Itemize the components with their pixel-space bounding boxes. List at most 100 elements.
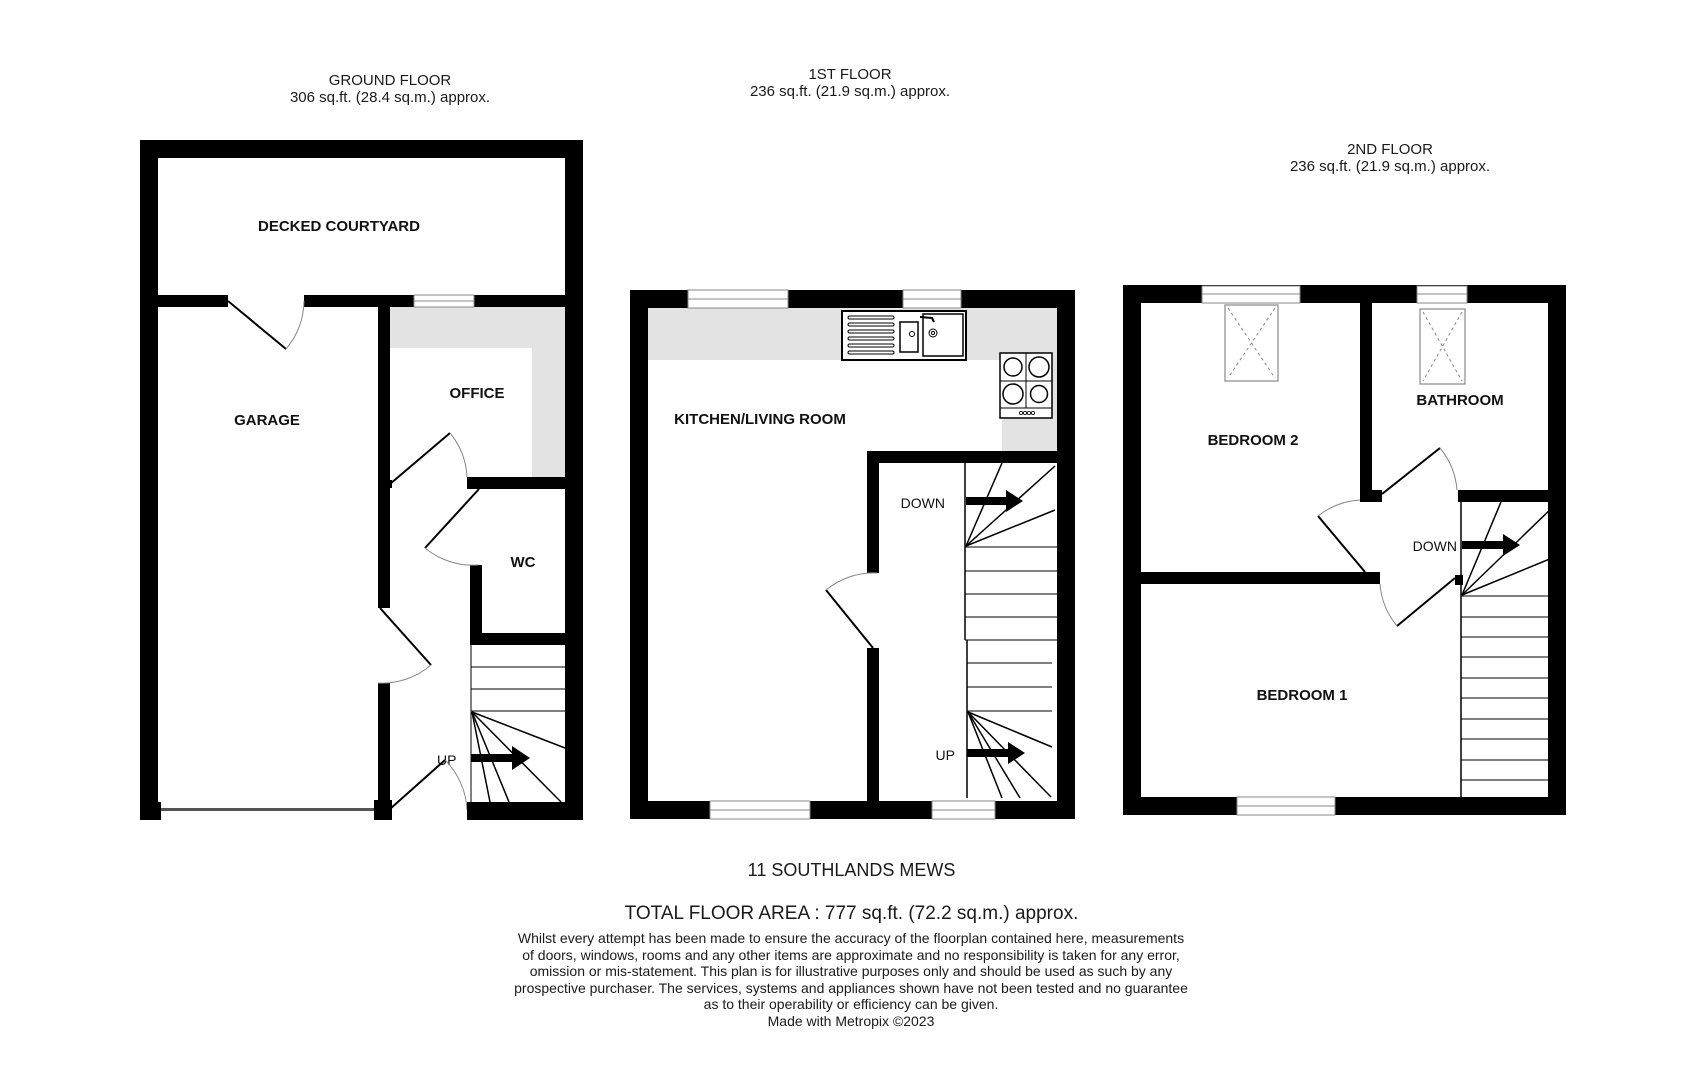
wall bbox=[378, 683, 390, 820]
wall bbox=[1360, 303, 1372, 500]
wall bbox=[1123, 285, 1141, 815]
wall bbox=[374, 800, 392, 820]
door-leaf bbox=[424, 488, 480, 549]
door-swing bbox=[285, 300, 305, 350]
first-stairs-up-label: UP bbox=[936, 747, 955, 763]
wall bbox=[1360, 490, 1382, 502]
room-label-office: OFFICE bbox=[450, 385, 505, 402]
wall bbox=[1057, 290, 1075, 819]
stairs-down-arrow-icon bbox=[966, 490, 1023, 512]
first-floor-name: 1ST FLOOR bbox=[808, 66, 892, 83]
ground-floor-header: GROUND FLOOR 306 sq.ft. (28.4 sq.m.) app… bbox=[230, 72, 550, 106]
wall bbox=[474, 295, 565, 307]
door-swing bbox=[1317, 499, 1361, 517]
door-swing bbox=[444, 759, 468, 811]
first-floor-header: 1ST FLOOR 236 sq.ft. (21.9 sq.m.) approx… bbox=[680, 66, 1020, 100]
door-leaf bbox=[379, 607, 432, 666]
wall bbox=[467, 802, 583, 820]
wall bbox=[378, 488, 390, 608]
wall bbox=[470, 633, 565, 645]
room-label-wc: WC bbox=[511, 554, 536, 571]
wall bbox=[630, 290, 648, 819]
wall bbox=[867, 648, 879, 801]
door-swing bbox=[449, 432, 468, 478]
ground-floor-stairs bbox=[470, 645, 566, 808]
disclaimer-line: prospective purchaser. The services, sys… bbox=[514, 979, 1188, 996]
door-swing bbox=[1379, 583, 1398, 627]
property-address: 11 SOUTHLANDS MEWS bbox=[747, 860, 956, 880]
door-leaf bbox=[1381, 447, 1441, 495]
disclaimer-line: of doors, windows, rooms and any other i… bbox=[522, 946, 1180, 963]
room-label-kitchen-living: KITCHEN/LIVING ROOM bbox=[674, 411, 846, 428]
window bbox=[413, 294, 475, 308]
door-swing bbox=[377, 664, 432, 684]
ground-floor-area: 306 sq.ft. (28.4 sq.m.) approx. bbox=[289, 89, 491, 106]
door-leaf bbox=[227, 300, 287, 350]
stairs-up-arrow-icon bbox=[471, 746, 530, 770]
skylight-icon bbox=[1419, 308, 1466, 385]
second-floor-header: 2ND FLOOR 236 sq.ft. (21.9 sq.m.) approx… bbox=[1240, 141, 1540, 175]
wall bbox=[140, 140, 583, 158]
second-floor-stairs bbox=[1460, 501, 1558, 799]
first-stairs-down-label: DOWN bbox=[901, 495, 945, 511]
stairs-up-arrow-icon bbox=[967, 742, 1025, 764]
window bbox=[1416, 285, 1468, 304]
wall bbox=[1548, 285, 1566, 815]
wall bbox=[470, 565, 482, 645]
door-swing bbox=[1439, 447, 1458, 491]
skylight-icon bbox=[1224, 304, 1279, 382]
first-floor-area: 236 sq.ft. (21.9 sq.m.) approx. bbox=[749, 83, 951, 100]
metropix-credit: Made with Metropix ©2023 bbox=[767, 1012, 935, 1029]
window bbox=[1201, 285, 1301, 304]
disclaimer-line: as to their operability or efficiency ca… bbox=[703, 996, 999, 1012]
window bbox=[687, 289, 789, 309]
wall bbox=[467, 477, 565, 489]
door-swing bbox=[825, 572, 878, 591]
ground-floor-plan: UP bbox=[140, 140, 583, 820]
room-label-decked-courtyard: DECKED COURTYARD bbox=[258, 218, 420, 235]
office-desk-unit-side bbox=[532, 307, 565, 477]
door-leaf bbox=[1317, 515, 1366, 573]
door-leaf bbox=[389, 432, 451, 485]
disclaimer: Whilst every attempt has been made to en… bbox=[471, 930, 1231, 1029]
garage-door bbox=[161, 808, 374, 811]
hob-icon bbox=[999, 352, 1053, 419]
wall bbox=[1123, 797, 1566, 815]
door-leaf bbox=[1396, 577, 1456, 627]
first-floor-stairs bbox=[964, 462, 1057, 799]
disclaimer-line: Whilst every attempt has been made to en… bbox=[517, 930, 1185, 946]
window bbox=[1236, 796, 1336, 816]
second-floor-area: 236 sq.ft. (21.9 sq.m.) approx. bbox=[1289, 158, 1491, 175]
window bbox=[931, 800, 996, 820]
wall bbox=[158, 295, 228, 307]
room-label-bathroom: BATHROOM bbox=[1416, 392, 1503, 409]
wall bbox=[378, 307, 390, 480]
door-leaf bbox=[825, 589, 874, 649]
wall bbox=[140, 802, 161, 820]
window bbox=[709, 800, 811, 820]
wall bbox=[565, 140, 583, 820]
wall bbox=[867, 451, 1057, 463]
disclaimer-line: omission or mis-statement. This plan is … bbox=[529, 963, 1173, 979]
ground-floor-name: GROUND FLOOR bbox=[328, 72, 452, 89]
wall bbox=[1458, 490, 1548, 502]
wall bbox=[304, 295, 414, 307]
room-label-garage: GARAGE bbox=[234, 412, 300, 429]
wall bbox=[140, 140, 158, 820]
second-stairs-down-label: DOWN bbox=[1413, 538, 1457, 554]
front-door-leaf bbox=[389, 759, 446, 810]
second-floor-plan bbox=[1123, 285, 1566, 816]
door-swing bbox=[424, 547, 479, 566]
total-floor-area: TOTAL FLOOR AREA : 777 sq.ft. (72.2 sq.m… bbox=[624, 903, 1079, 924]
first-floor-plan bbox=[630, 289, 1075, 820]
stairs-down-arrow-icon bbox=[1462, 534, 1520, 556]
wall bbox=[1141, 572, 1380, 584]
window bbox=[902, 289, 962, 309]
wall bbox=[867, 451, 879, 573]
second-floor-name: 2ND FLOOR bbox=[1347, 141, 1433, 158]
room-label-bedroom-2: BEDROOM 2 bbox=[1208, 432, 1299, 449]
wall bbox=[1123, 285, 1566, 303]
sink-icon bbox=[841, 310, 967, 361]
room-label-bedroom-1: BEDROOM 1 bbox=[1257, 687, 1348, 704]
